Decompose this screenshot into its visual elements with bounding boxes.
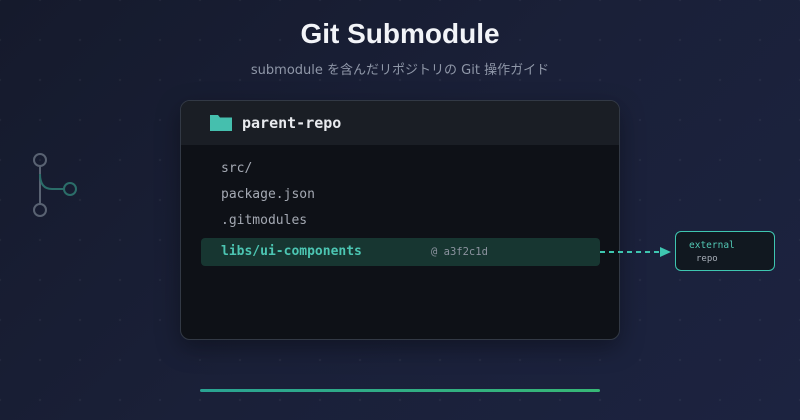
bottom-accent-bar [200,389,600,392]
folder-icon [210,115,232,131]
repo-header: parent-repo [181,101,619,145]
submodule-path: libs/ui-components [221,244,362,259]
file-item-gitmodules[interactable]: .gitmodules [221,213,308,228]
file-item-package-json[interactable]: package.json [221,187,315,202]
page-subtitle: submodule を含んだリポジトリの Git 操作ガイド [250,63,550,78]
dashed-arrow [600,247,671,257]
repo-name: parent-repo [242,114,342,132]
git-branch-icon [33,153,77,217]
page-title: Git Submodule [300,18,500,49]
repo-panel: parent-repo src/ package.json .gitmodule… [180,100,620,340]
external-repo-label: repo [696,254,718,264]
submodule-row[interactable]: libs/ui-components @ a3f2c1d [201,238,600,266]
external-repo-box: external repo [675,231,775,271]
file-item-src[interactable]: src/ [221,161,253,176]
external-label: external [689,240,735,251]
submodule-commit-hash: @ a3f2c1d [431,246,488,258]
